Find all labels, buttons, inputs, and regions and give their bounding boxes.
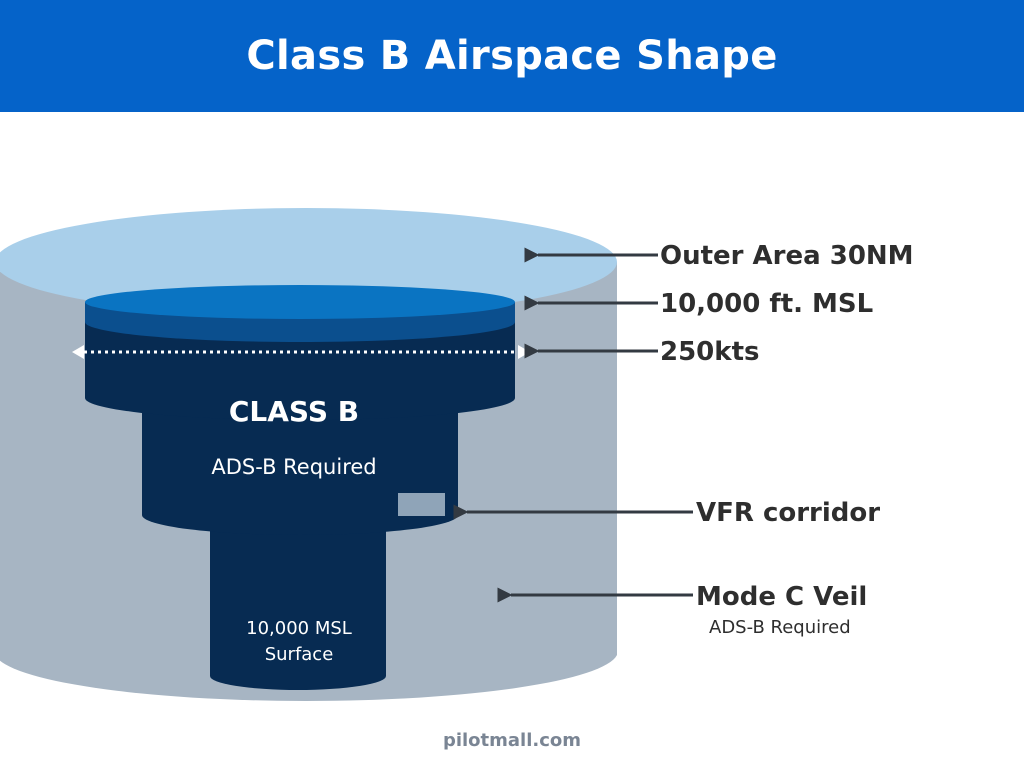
core-floor-label: Surface (265, 644, 334, 665)
veil-top (0, 208, 617, 316)
class-b-airspace (85, 285, 515, 690)
speed-label: 250kts (660, 337, 759, 367)
page-title: Class B Airspace Shape (246, 33, 778, 79)
top-tier-cap (85, 285, 515, 319)
class-b-label: CLASS B (229, 395, 359, 428)
mode-c-requirement-label: ADS-B Required (709, 617, 851, 638)
core-ceiling-label: 10,000 MSL (246, 618, 352, 639)
speed-span-right-head (518, 345, 530, 359)
speed-span-left-head (72, 345, 84, 359)
core-tier (210, 510, 386, 690)
callout-arrows (453, 247, 693, 603)
outer-area-label: Outer Area 30NM (660, 241, 914, 271)
mode-c-veil-label: Mode C Veil (696, 582, 867, 612)
title-banner: Class B Airspace Shape (0, 0, 1024, 112)
vfr-corridor-label: VFR corridor (696, 498, 880, 528)
ceiling-label: 10,000 ft. MSL (660, 289, 873, 319)
class-b-requirement-label: ADS-B Required (211, 455, 376, 479)
vfr-corridor-box (398, 493, 445, 516)
site-credit: pilotmall.com (443, 730, 581, 751)
middle-tier (142, 405, 458, 535)
